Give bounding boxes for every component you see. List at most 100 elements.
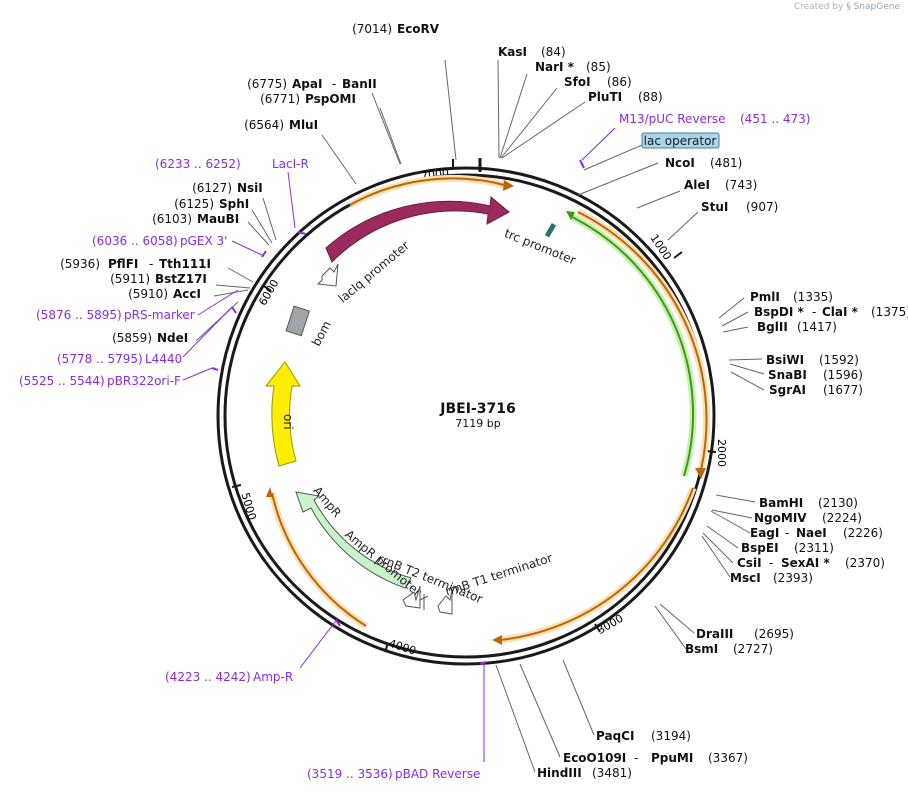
enzyme-name: AccI xyxy=(173,287,201,301)
enzyme-pos: (2224) xyxy=(822,511,862,525)
enzyme-pos: (1592) xyxy=(819,353,859,367)
enzymes-bottom: PaqCI (3194) EcoO109I - PpuMI (3367) Hin… xyxy=(537,729,748,780)
primer-range: (4223 .. 4242) xyxy=(165,670,251,684)
leader-lines xyxy=(195,59,765,773)
enzyme-name: KasI xyxy=(498,45,527,59)
enzyme-dash: - xyxy=(812,305,816,319)
enzyme-name: PspOMI xyxy=(305,92,356,106)
enzyme-pos: (5936) xyxy=(60,257,100,271)
enzyme-name: BstZ17I xyxy=(155,272,207,286)
enzyme-pos: (85) xyxy=(586,60,611,74)
enzyme-name: NcoI xyxy=(665,156,695,170)
enzyme-dash: - xyxy=(332,77,336,91)
plasmid-length: 7119 bp xyxy=(455,417,500,430)
enzyme-pos: (5911) xyxy=(110,272,150,286)
enzyme-name: NdeI xyxy=(157,331,188,345)
enzyme-pos: (2226) xyxy=(843,526,883,540)
snapgene-credit: Created by § SnapGene xyxy=(794,2,900,12)
enzyme-name: MauBI xyxy=(197,212,239,226)
primer-name: pBAD Reverse xyxy=(395,767,480,781)
enzyme-name: AleI xyxy=(684,178,710,192)
enzyme-name: SgrAI xyxy=(769,383,806,397)
credit-prefix: Created by xyxy=(793,2,844,12)
trc-promoter-mark xyxy=(544,222,557,238)
enzyme-dash: - xyxy=(769,556,773,570)
enzyme-pos: (2311) xyxy=(794,541,834,555)
enzyme-pos: (2695) xyxy=(754,627,794,641)
primer-name: M13/pUC Reverse xyxy=(619,112,726,126)
enzyme-name: PpuMI xyxy=(651,751,693,765)
enzyme-pos: (6771) xyxy=(260,92,300,106)
enzyme-name: MluI xyxy=(289,118,318,132)
orange-arc-right-head xyxy=(695,468,706,479)
backbone-outer-ring xyxy=(216,166,716,666)
enzyme-name: PluTI xyxy=(588,90,622,104)
tick-3000-mark xyxy=(594,623,601,633)
enzyme-name: BspDI * xyxy=(754,305,804,319)
enzyme-pos: (5859) xyxy=(112,331,152,345)
tick-2000: 2000 xyxy=(715,439,728,467)
enzyme-name: EcoRV xyxy=(397,22,440,36)
orange-arc-top-core xyxy=(349,177,509,206)
enzymes-left: (7014) EcoRV (6775) ApaI - BanII (6771) … xyxy=(60,22,440,345)
enzyme-name: StuI xyxy=(701,200,728,214)
orange-arc-top xyxy=(348,174,509,209)
enzymes-right: NcoI (481) AleI (743) StuI (907) PmlI (1… xyxy=(665,156,908,656)
enzyme-pos: (6103) xyxy=(152,212,192,226)
enzyme-pos: (743) xyxy=(725,178,757,192)
primer-name: pRS-marker xyxy=(124,308,195,322)
enzyme-name: NarI * xyxy=(535,60,575,74)
snapgene-logo-icon: § xyxy=(846,2,851,12)
enzyme-pos: (1677) xyxy=(823,383,863,397)
primer-range: (3519 .. 3536) xyxy=(307,767,393,781)
enzyme-name: NgoMIV xyxy=(754,511,807,525)
green-arc xyxy=(568,212,697,477)
green-arc-head xyxy=(566,211,575,220)
enzyme-name: PmlI xyxy=(750,290,780,304)
enzyme-name: ApaI xyxy=(292,77,322,91)
enzyme-pos: (1375) xyxy=(871,305,908,319)
enzyme-name: NaeI xyxy=(796,526,827,540)
trc-promoter-label: trc promoter xyxy=(502,226,577,267)
enzyme-name: ClaI * xyxy=(822,305,859,319)
enzyme-pos: (3481) xyxy=(592,766,632,780)
primer-name: pBR322ori-F xyxy=(107,374,181,388)
enzyme-name: EagI xyxy=(750,526,779,540)
primer-labels: M13/pUC Reverse (451 .. 473) (6233 .. 62… xyxy=(19,112,810,781)
enzyme-pos: (6564) xyxy=(244,118,284,132)
enzyme-name: BamHI xyxy=(759,496,803,510)
enzyme-pos: (5910) xyxy=(128,287,168,301)
tick-4000-mark xyxy=(384,642,389,653)
orange-arc-left-head xyxy=(266,487,273,497)
enzyme-name: BspEI xyxy=(741,541,779,555)
orange-arc-bottom-core xyxy=(499,487,694,641)
enzyme-name: BsmI xyxy=(685,642,718,656)
ampR-arrow xyxy=(295,491,412,589)
enzyme-name: BsiWI xyxy=(766,353,804,367)
enzyme-pos: (7014) xyxy=(352,22,392,36)
orange-arc-bottom-head xyxy=(492,635,502,645)
enzyme-name: SexAI * xyxy=(781,556,830,570)
tick-1000-mark xyxy=(673,251,683,259)
enzyme-pos: (1335) xyxy=(793,290,833,304)
primer-range: (5876 .. 5895) xyxy=(36,308,122,322)
orange-arc-left-core xyxy=(271,492,367,627)
enzyme-name: CsiI xyxy=(737,556,762,570)
plasmid-name: JBEI-3716 xyxy=(439,401,515,417)
lac-operator-label: lac operator xyxy=(644,134,717,148)
primer-range: (5778 .. 5795) xyxy=(57,352,143,366)
rrnB-T1-label: rrnB T1 terminator xyxy=(444,551,555,599)
lacIq-promoter-arrow xyxy=(316,263,339,287)
bom-label: bom xyxy=(309,318,334,348)
enzyme-name: Tth111I xyxy=(159,257,211,271)
enzyme-pos: (907) xyxy=(746,200,778,214)
enzyme-dash: - xyxy=(634,751,638,765)
enzyme-dash: - xyxy=(149,257,153,271)
enzyme-pos: (6127) xyxy=(192,181,232,195)
tick-1000: 1000 xyxy=(647,232,673,262)
enzyme-name: MscI xyxy=(730,571,761,585)
rrnB-T1-arrow xyxy=(437,589,453,615)
enzyme-name: PaqCI xyxy=(596,729,634,743)
enzyme-pos: (6125) xyxy=(174,197,214,211)
primer-name: Amp-R xyxy=(253,670,293,684)
